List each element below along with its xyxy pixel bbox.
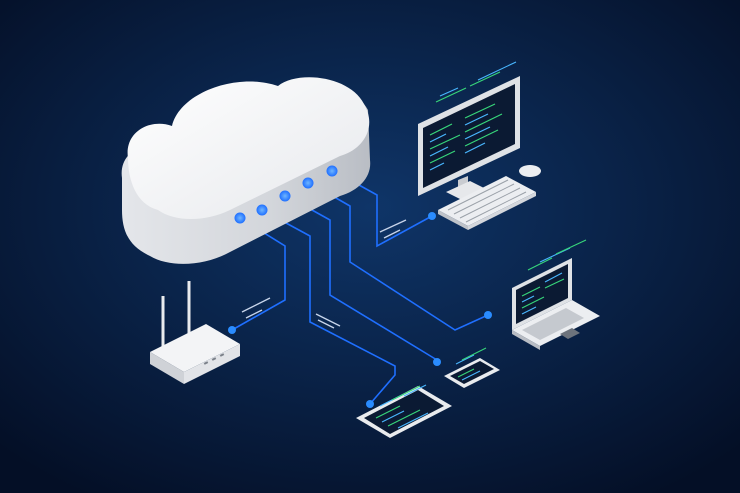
phone-code-lines bbox=[457, 368, 481, 381]
keyboard-keys bbox=[447, 179, 527, 223]
floating-code-laptop bbox=[527, 239, 587, 271]
floating-code-phone bbox=[455, 347, 487, 365]
endpoint-desktop bbox=[428, 212, 436, 220]
laptop-code-lines bbox=[521, 272, 565, 315]
decorative-dashes bbox=[241, 219, 407, 329]
laptop-base-edge bbox=[512, 330, 540, 350]
tablet bbox=[356, 384, 452, 438]
router-top bbox=[150, 324, 240, 372]
phone-screen bbox=[450, 361, 494, 384]
cloud-ports bbox=[234, 165, 338, 224]
router bbox=[150, 281, 240, 384]
cloud-server bbox=[121, 77, 371, 264]
endpoint-router bbox=[228, 326, 236, 334]
keyboard-edge bbox=[438, 210, 468, 230]
endpoint-smartphone bbox=[433, 358, 441, 366]
laptop-screen bbox=[516, 264, 568, 324]
mouse bbox=[519, 165, 541, 177]
laptop-keyboard bbox=[522, 308, 584, 340]
connector-tablet bbox=[261, 209, 396, 405]
floating-code-desktop bbox=[435, 61, 517, 103]
desktop-monitor bbox=[418, 61, 520, 200]
port-3 bbox=[279, 190, 291, 202]
laptop-trackpad bbox=[560, 328, 580, 339]
port-1 bbox=[234, 212, 246, 224]
keyboard bbox=[438, 176, 536, 230]
cloud-top bbox=[127, 77, 370, 219]
port-5 bbox=[326, 165, 338, 177]
port-4 bbox=[302, 177, 314, 189]
smartphone bbox=[444, 347, 500, 388]
port-2 bbox=[256, 204, 268, 216]
router-side bbox=[184, 344, 240, 384]
floating-code-tablet bbox=[379, 384, 427, 407]
connector-endpoints bbox=[228, 212, 492, 408]
endpoint-tablet bbox=[366, 400, 374, 408]
keyboard-body bbox=[438, 176, 536, 226]
laptop bbox=[512, 239, 600, 350]
endpoint-laptop bbox=[484, 311, 492, 319]
monitor-screen bbox=[423, 84, 515, 188]
keyboard-edge-side bbox=[468, 192, 536, 230]
monitor-base bbox=[446, 181, 486, 200]
monitor-code-lines bbox=[429, 103, 503, 171]
router-front bbox=[150, 352, 184, 384]
tablet-screen bbox=[364, 390, 444, 434]
tablet-code-lines bbox=[375, 405, 429, 429]
